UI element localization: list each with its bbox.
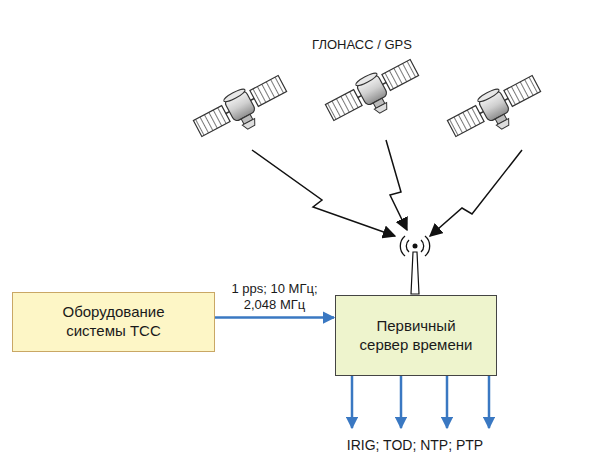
satellite: [191, 70, 294, 150]
antenna: [400, 236, 429, 294]
equipment-box: Оборудование системы ТСС: [12, 292, 215, 352]
signal-label: 1 pps; 10 МГц; 2,048 МГц: [227, 281, 323, 312]
output-arrow: [352, 376, 489, 428]
box-text: Первичный сервер времени: [355, 317, 477, 355]
box-text: Оборудование системы ТСС: [32, 303, 195, 341]
protocol-list: IRIG; TOD; NTP; PTP: [347, 437, 483, 453]
signal-arrow: [215, 316, 334, 319]
radio-signal: [430, 150, 522, 236]
radio-signal: [386, 140, 407, 230]
radio-signal: [252, 150, 395, 236]
system-name: ГЛОНАСС / GPS: [312, 37, 412, 52]
satellite: [445, 70, 548, 150]
satellite: [323, 54, 426, 134]
server-box: Первичный сервер времени: [335, 295, 497, 376]
